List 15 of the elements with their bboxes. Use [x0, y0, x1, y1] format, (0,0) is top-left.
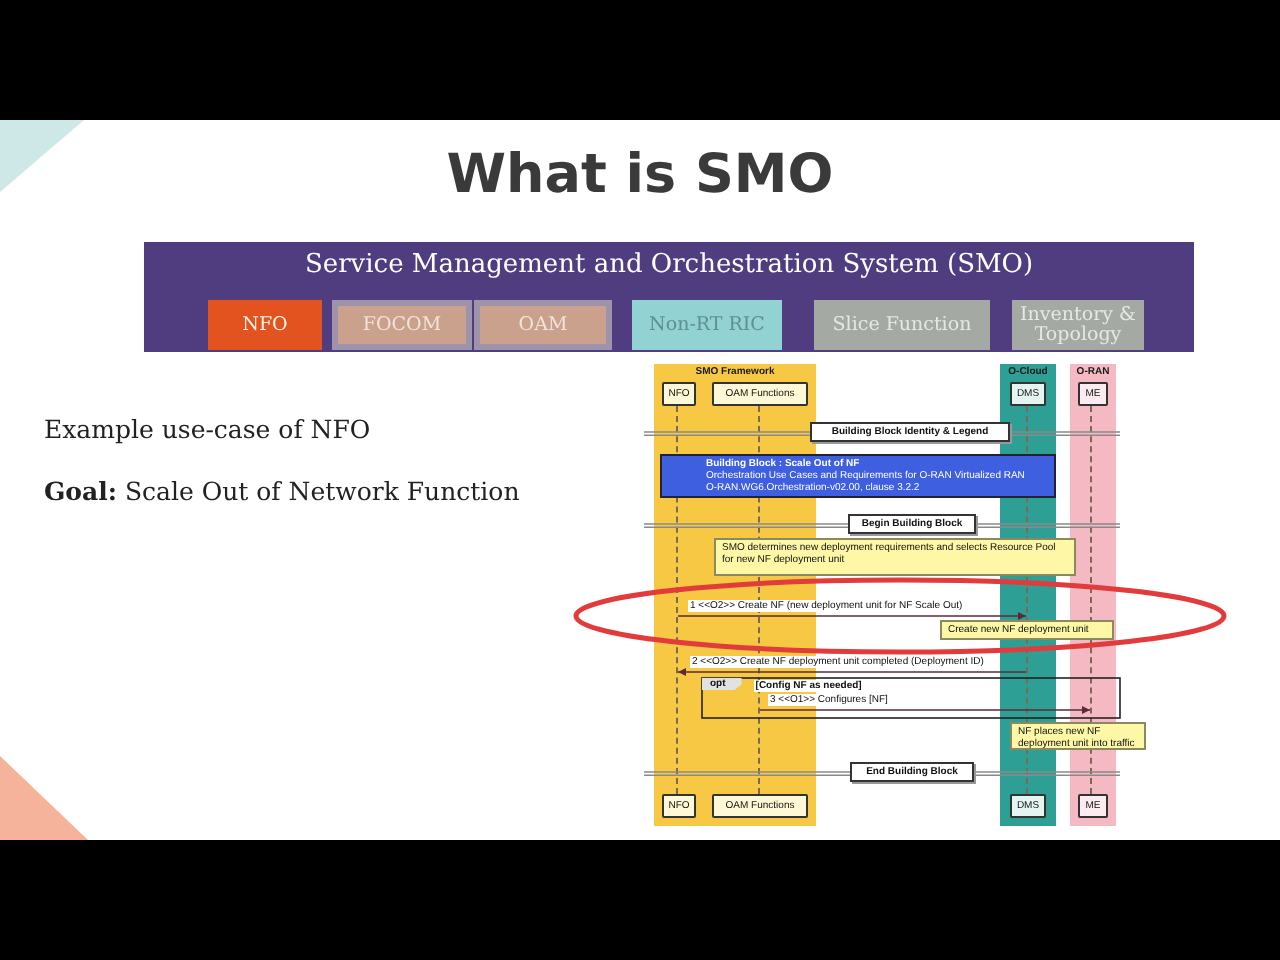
message-arrow	[677, 612, 1027, 620]
function-block: Slice Function	[814, 300, 990, 350]
building-block-banner	[660, 454, 1056, 498]
function-block: NFO	[208, 300, 322, 350]
slide-title: What is SMO	[446, 144, 834, 206]
panel-title: Service Management and Orchestration System (SMO)	[304, 250, 1034, 280]
body-text: Goal: Scale Out of Network Function	[44, 476, 520, 506]
smo-panel	[144, 242, 1194, 352]
message-arrow	[677, 668, 1027, 676]
function-block: FOCOM	[332, 300, 472, 350]
body-text: Example use-case of NFO	[44, 414, 371, 444]
function-block: Inventory & Topology	[1012, 300, 1144, 350]
message-arrow	[759, 706, 1091, 714]
function-block: OAM	[474, 300, 612, 350]
function-block: Non-RT RIC	[632, 300, 782, 350]
